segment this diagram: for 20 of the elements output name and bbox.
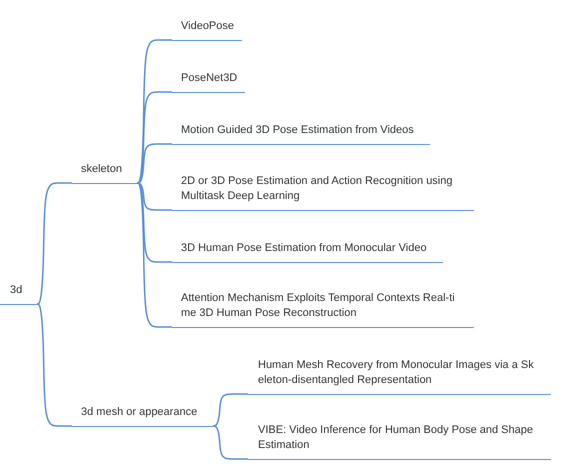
connector-line [136,182,172,328]
connector-line [136,182,172,211]
connector-line [212,393,248,427]
leaf-topic: 2D or 3D Pose Estimation and Action Recognition using Multitask Deep Learning [172,174,474,211]
connector-line [136,91,172,184]
connector-line [212,425,248,460]
connector-line [136,39,172,184]
connector-line [136,143,172,184]
connector-line [36,182,72,305]
leaf-topic: PoseNet3D [172,70,245,93]
connector-line [36,303,72,427]
branch-topic: skeleton [72,162,137,184]
leaf-topic: 3D Human Pose Estimation from Monocular Video [172,240,443,263]
leaf-topic: VideoPose [172,18,242,41]
leaf-topic: Human Mesh Recovery from Monocular Images via a Sk eleton-disentangled Representation [248,358,551,395]
leaf-topic: Motion Guided 3D Pose Estimation from Videos [172,122,430,145]
root-topic: 3d [0,282,37,305]
leaf-topic: Attention Mechanism Exploits Temporal Contexts Real-ti me 3D Human Pose Reconstruction [172,290,474,328]
branch-topic: 3d mesh or appearance [72,404,213,427]
leaf-topic: VIBE: Video Inference for Human Body Pose and Shape Estimation [248,422,551,460]
